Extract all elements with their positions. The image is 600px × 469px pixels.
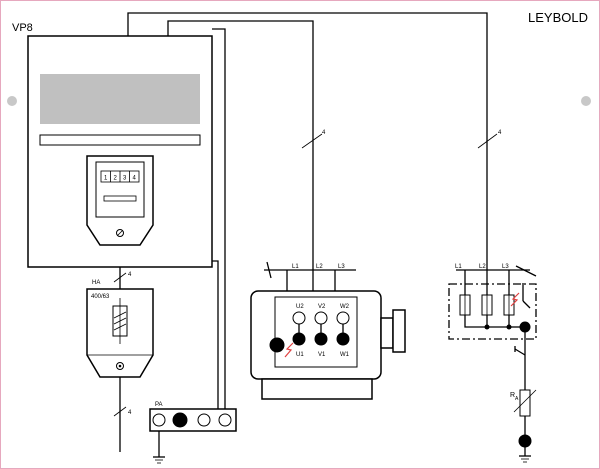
resistor-ra <box>519 389 531 417</box>
meter-digit-2: 2 <box>114 176 118 182</box>
motor-supply-terminals: L1 L2 L3 <box>264 260 356 291</box>
rotor-starter-box <box>448 283 537 340</box>
motor-terminal-w1: W1 <box>340 352 350 358</box>
motor-terminal-u2: U2 <box>296 304 304 310</box>
motor-phase-l1: L1 <box>292 264 299 270</box>
motor-terminal-u1: U1 <box>296 352 304 358</box>
resistor-terminal <box>518 434 532 448</box>
starter-phase-l1: L1 <box>455 264 462 270</box>
starter-spark-icon <box>510 292 520 307</box>
wire-count-label-motor: 4 <box>322 130 326 136</box>
ra-label: R <box>510 392 515 399</box>
starter-phase-l3: L3 <box>502 264 509 270</box>
meter-digit-4: 4 <box>133 176 137 182</box>
motor-phase-l3: L3 <box>338 264 345 270</box>
pa-label: PA <box>155 402 163 408</box>
wire-count-label: 4 <box>128 272 132 278</box>
brand-label: LEYBOLD <box>528 10 588 25</box>
vp8-label: VP8 <box>12 22 33 34</box>
vp8-display-bar <box>39 134 201 146</box>
wire-count-mark-motor <box>301 133 323 149</box>
three-phase-motor: U2 V2 W2 U1 V1 W1 <box>250 290 406 400</box>
main-fuse-ha: 400/63 <box>86 288 154 378</box>
ra-subscript: A <box>515 396 519 402</box>
mount-hole-right <box>581 96 591 106</box>
ha-rating-label: 400/63 <box>91 294 110 300</box>
wire-count-mark-starter <box>477 133 498 149</box>
motor-ground-terminal <box>269 337 285 353</box>
mount-hole-left <box>7 96 17 106</box>
ha-label: HA <box>92 280 100 286</box>
starter-phase-l2: L2 <box>479 264 486 270</box>
wire-count-label-starter: 4 <box>498 130 502 136</box>
ground-icon-starter <box>519 455 531 463</box>
motor-terminal-w2: W2 <box>340 304 350 310</box>
motor-terminal-v2: V2 <box>318 304 326 310</box>
motor-phase-l2: L2 <box>316 264 323 270</box>
vp8-display <box>40 74 200 124</box>
meter-digit-1: 1 <box>104 176 108 182</box>
pa-terminal-block <box>149 408 237 432</box>
wire-count-label-2: 4 <box>128 410 132 416</box>
motor-terminal-v1: V1 <box>318 352 326 358</box>
meter-digit-3: 3 <box>123 176 127 182</box>
energy-meter: 1 2 3 4 <box>86 155 154 246</box>
ground-icon-pa <box>153 456 165 464</box>
starter-supply-terminals: L1 L2 L3 <box>455 264 537 295</box>
wire-count-mark <box>113 272 127 283</box>
spark-icon <box>284 342 294 358</box>
